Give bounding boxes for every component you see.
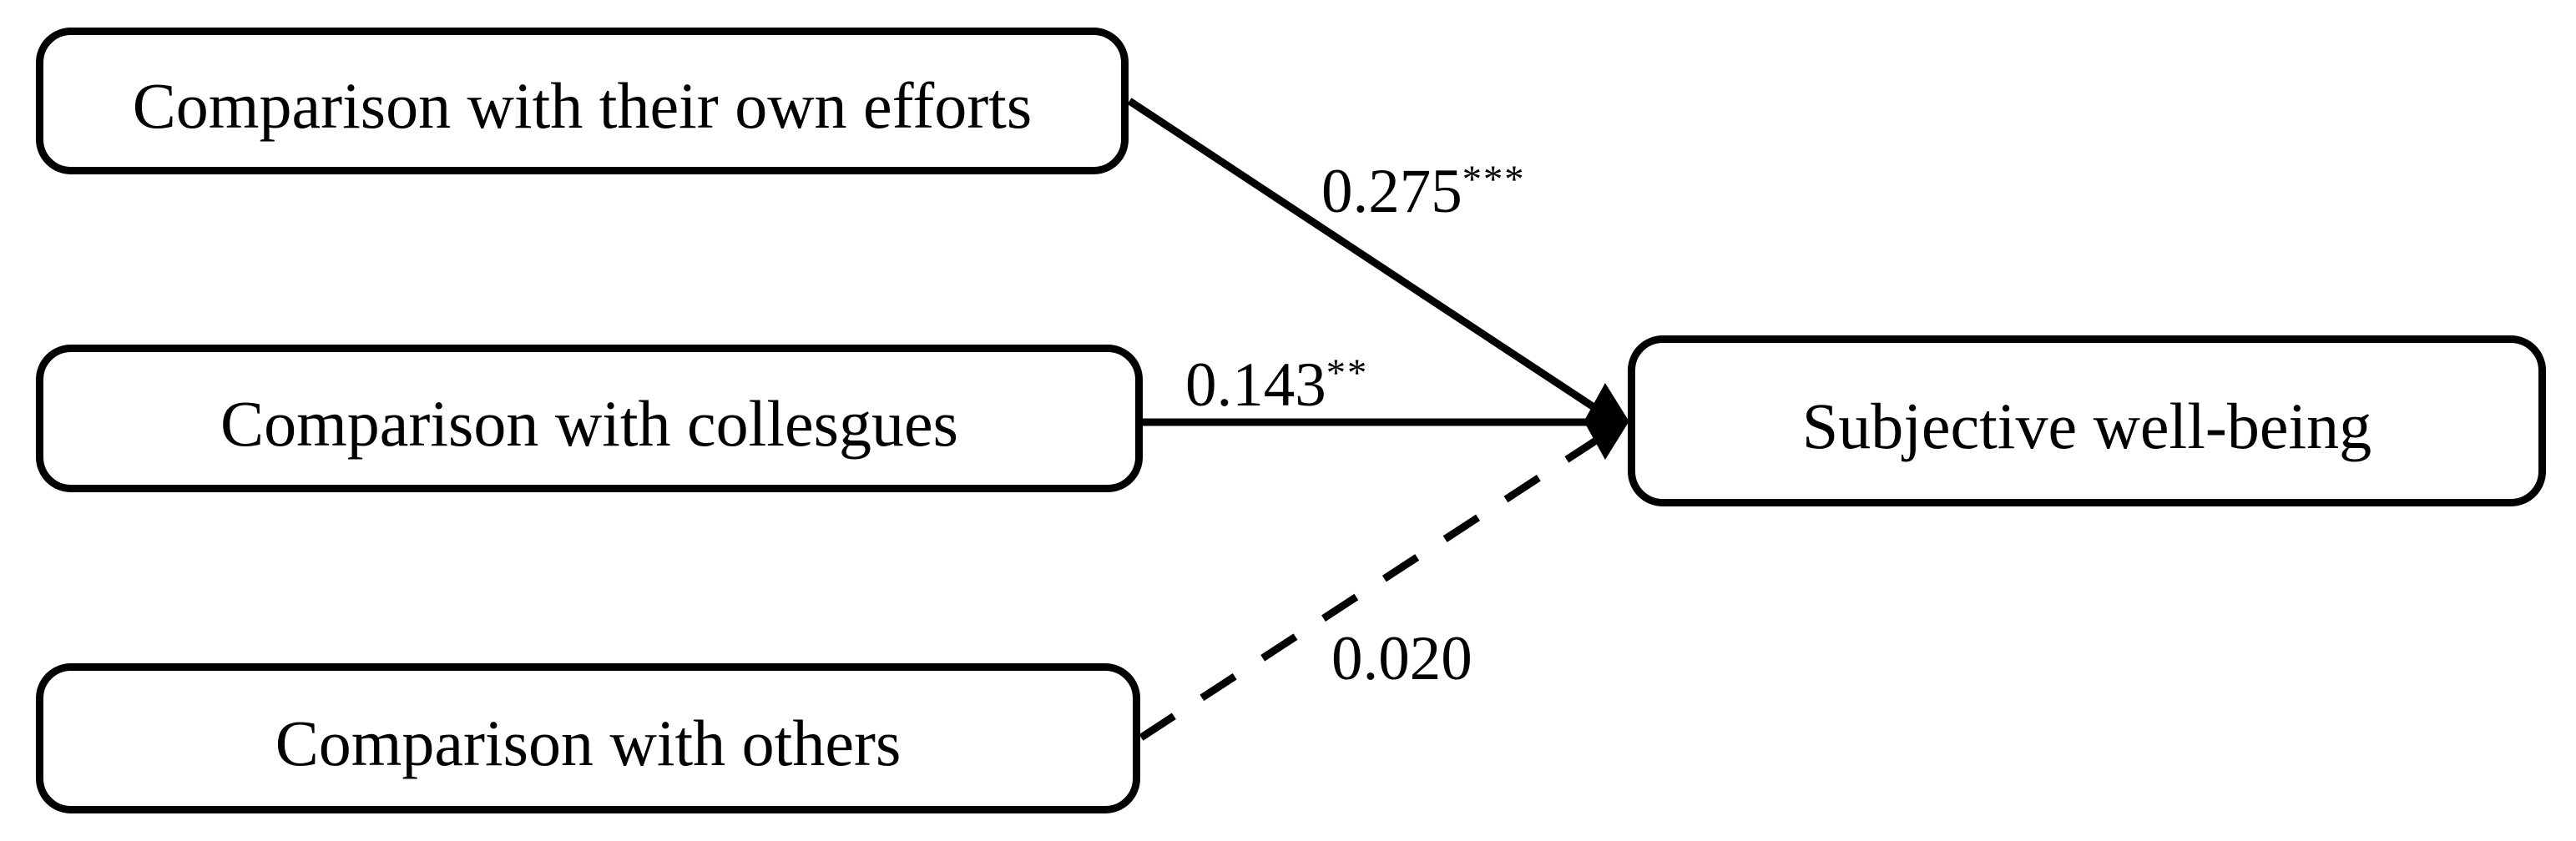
path-label-own-efforts: 0.275*** xyxy=(1321,160,1526,223)
node-comparison-others-label: Comparison with others xyxy=(275,707,902,780)
coefficient-value: 0.020 xyxy=(1331,624,1472,693)
node-comparison-own-efforts-label: Comparison with their own efforts xyxy=(132,69,1033,143)
significance-stars: *** xyxy=(1462,158,1526,201)
significance-stars: ** xyxy=(1326,351,1369,395)
node-comparison-colleagues-label: Comparison with collesgues xyxy=(220,386,958,460)
path-label-others: 0.020 xyxy=(1331,627,1472,690)
node-subjective-well-being: Subjective well-being xyxy=(1628,335,2546,506)
edge-others-to-swb-dashed xyxy=(1139,434,1604,741)
node-comparison-own-efforts: Comparison with their own efforts xyxy=(36,28,1129,174)
node-comparison-others: Comparison with others xyxy=(36,663,1140,813)
node-subjective-well-being-label: Subjective well-being xyxy=(1801,389,2372,462)
coefficient-value: 0.275 xyxy=(1321,157,1462,226)
coefficient-value: 0.143 xyxy=(1185,350,1326,420)
path-label-colleagues: 0.143** xyxy=(1185,354,1368,416)
node-comparison-colleagues: Comparison with collesgues xyxy=(36,345,1143,492)
edge-own-efforts-to-swb xyxy=(1127,98,1610,420)
